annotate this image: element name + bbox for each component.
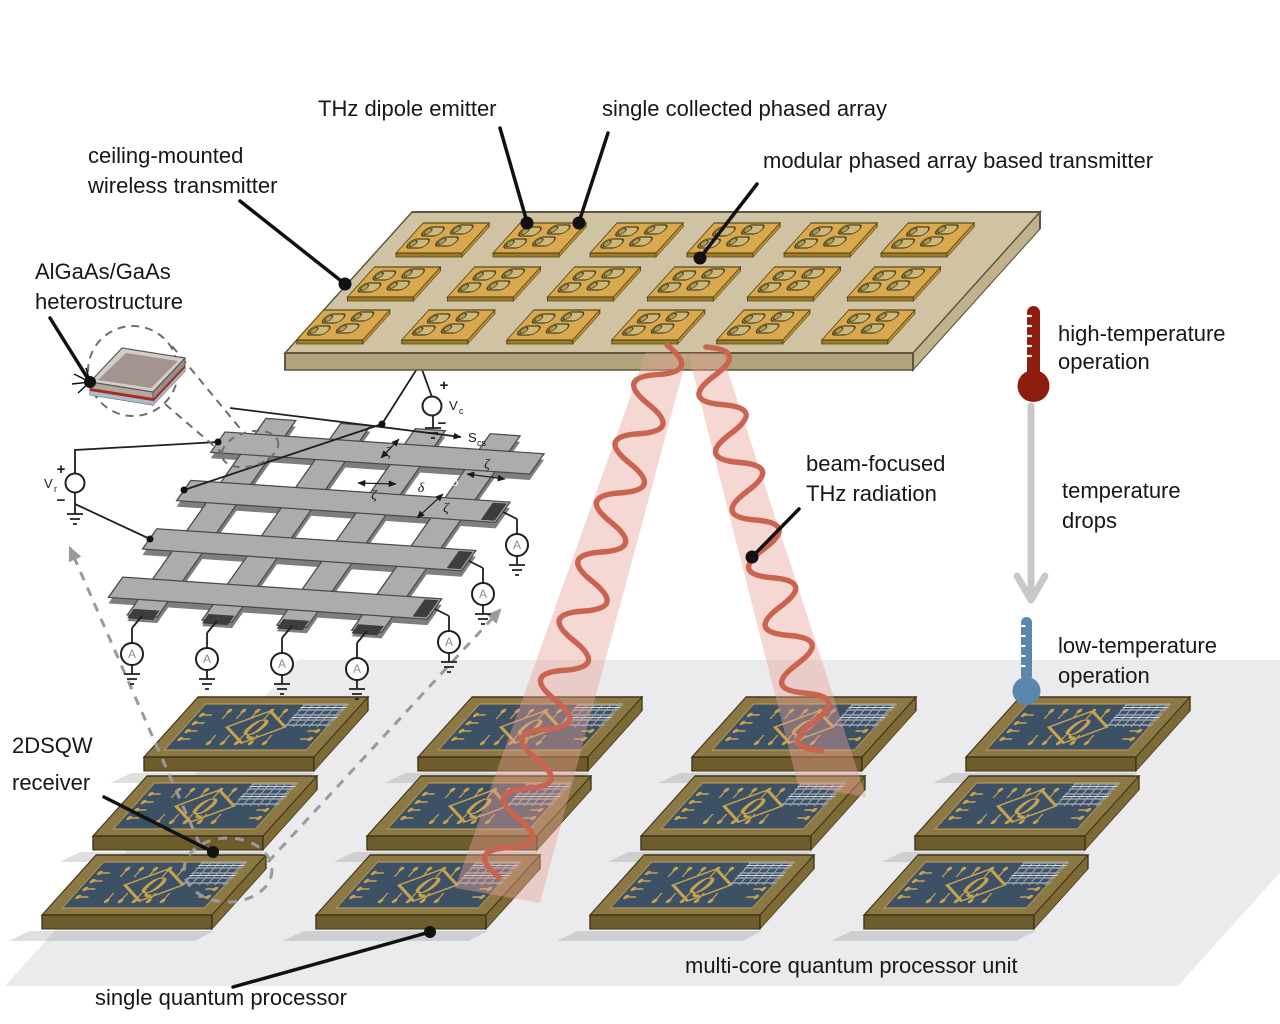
label-single-quantum-processor: single quantum processor: [95, 985, 347, 1010]
vc-plus: +: [440, 377, 449, 394]
zeta-label: ζ: [484, 457, 491, 472]
thz-beams: [455, 342, 866, 903]
label-2dsqw-2: receiver: [12, 770, 90, 795]
ammeter: [120, 627, 144, 685]
label-modular-transmitter: modular phased array based transmitter: [763, 148, 1153, 173]
label-beam-focused-2: THz radiation: [806, 481, 937, 506]
receiver-magnify-callout: [68, 545, 502, 904]
zeta-label: ζ: [371, 488, 378, 503]
temperature-drops-arrow: [1013, 402, 1049, 604]
grid-wires: [67, 361, 518, 644]
dimension-arrows: [357, 438, 506, 519]
vc-label-sub: c: [459, 406, 464, 416]
thermometer-high-icon: [1017, 306, 1050, 402]
pointer-lines: [48, 126, 801, 989]
vr-plus: +: [57, 461, 66, 478]
label-ceiling-mounted-2: wireless transmitter: [87, 173, 277, 198]
label-temp-drops-2: drops: [1062, 508, 1117, 533]
heterostructure-callout: [71, 325, 280, 469]
vr-minus: −: [57, 492, 66, 509]
label-multicore-unit: multi-core quantum processor unit: [685, 953, 1018, 978]
label-beam-focused-1: beam-focused: [806, 451, 945, 476]
grid-contact-pads: [127, 502, 507, 636]
heterostructure-slab: [88, 347, 187, 407]
label-single-collected-phased-array: single collected phased array: [602, 96, 887, 121]
ammeter: [505, 518, 529, 576]
voltage-source-vc: + − V c: [421, 377, 464, 432]
label-2dsqw-1: 2DSQW: [12, 733, 93, 758]
label-low-temp-1: low-temperature: [1058, 633, 1217, 658]
zeta-label: ζ: [385, 445, 392, 460]
temperature-indicators: [1012, 306, 1050, 705]
crossbar-grid: + − V c + − V r S cs ζ ζ: [44, 361, 546, 700]
label-high-temp-2: operation: [1058, 349, 1150, 374]
pointer-dots: [84, 216, 759, 938]
thz-wave-right: [696, 344, 832, 754]
delta-label: δ: [418, 481, 425, 496]
label-heterostructure-1: AlGaAs/GaAs: [35, 259, 171, 284]
label-high-temp-1: high-temperature: [1058, 321, 1226, 346]
vr-label: V: [44, 476, 53, 491]
vc-label: V: [449, 398, 458, 413]
vr-label-sub: r: [54, 484, 57, 494]
thermometer-low-icon: [1012, 617, 1041, 705]
label-low-temp-2: operation: [1058, 663, 1150, 688]
label-heterostructure-2: heterostructure: [35, 289, 183, 314]
ammeter: [195, 632, 219, 690]
ammeter: [471, 567, 495, 625]
vc-minus: −: [438, 415, 447, 432]
scs-label: S: [468, 430, 477, 445]
zeta-label: ζ: [443, 501, 450, 516]
annotations: THz dipole emitter single collected phas…: [12, 96, 1226, 1010]
label-thz-dipole-emitter: THz dipole emitter: [318, 96, 497, 121]
label-temp-drops-1: temperature: [1062, 478, 1181, 503]
scs-label-sub: cs: [477, 438, 487, 448]
delta-label: δ: [452, 475, 459, 490]
grid-junction-dots: [146, 420, 386, 543]
voltage-source-vr: + − V r: [44, 461, 86, 509]
thz-wave-left: [481, 342, 685, 880]
transmitter-panel: [283, 210, 1042, 372]
label-ceiling-mounted-1: ceiling-mounted: [88, 143, 243, 168]
